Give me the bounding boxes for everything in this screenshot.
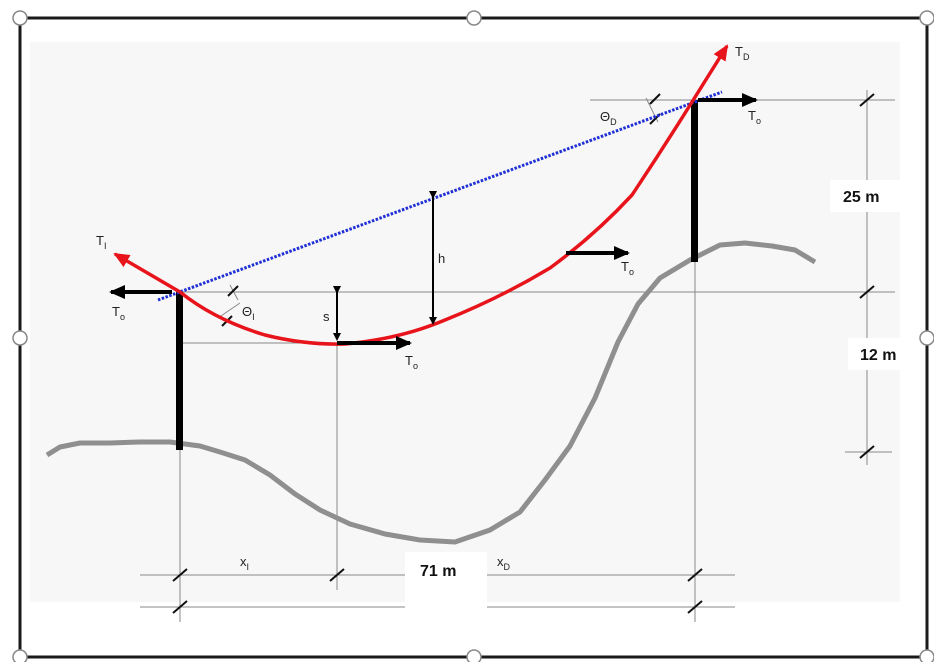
theta-left-label: ΘI bbox=[242, 304, 255, 322]
left-pole bbox=[176, 292, 183, 450]
s-label: s bbox=[323, 309, 330, 324]
cable-curve bbox=[178, 101, 694, 346]
chord-line bbox=[157, 90, 723, 302]
handle-middle-right[interactable] bbox=[919, 330, 934, 346]
x-left-label: xI bbox=[240, 554, 249, 572]
dim-upper-box bbox=[830, 180, 900, 212]
to-label-bottom: To bbox=[405, 353, 418, 371]
right-pole bbox=[691, 100, 698, 262]
x-right-label: xD bbox=[497, 554, 511, 572]
height-upper-value: 25 m bbox=[843, 189, 879, 206]
tension-right-label: TD bbox=[735, 44, 750, 62]
handle-bottom-center[interactable] bbox=[466, 649, 482, 662]
handle-middle-left[interactable] bbox=[12, 330, 28, 346]
to-label-middle: To bbox=[621, 259, 634, 277]
handle-bottom-left[interactable] bbox=[12, 649, 28, 662]
handle-top-left[interactable] bbox=[12, 10, 28, 26]
theta-right-label: ΘD bbox=[600, 109, 617, 127]
handle-top-center[interactable] bbox=[466, 10, 482, 26]
to-label-right: To bbox=[748, 108, 761, 126]
h-label: h bbox=[438, 251, 445, 266]
handle-bottom-right[interactable] bbox=[919, 649, 934, 662]
tension-right-arrow bbox=[690, 44, 729, 103]
span-box bbox=[405, 552, 487, 610]
to-label-left: To bbox=[112, 304, 125, 322]
diagram-background bbox=[30, 42, 900, 602]
span-value: 71 m bbox=[420, 563, 456, 580]
tension-left-arrow bbox=[113, 252, 181, 294]
handle-top-right[interactable] bbox=[919, 10, 934, 26]
height-lower-value: 12 m bbox=[860, 347, 896, 364]
tension-left-label: TI bbox=[96, 233, 106, 251]
dim-lower-box bbox=[848, 338, 914, 370]
